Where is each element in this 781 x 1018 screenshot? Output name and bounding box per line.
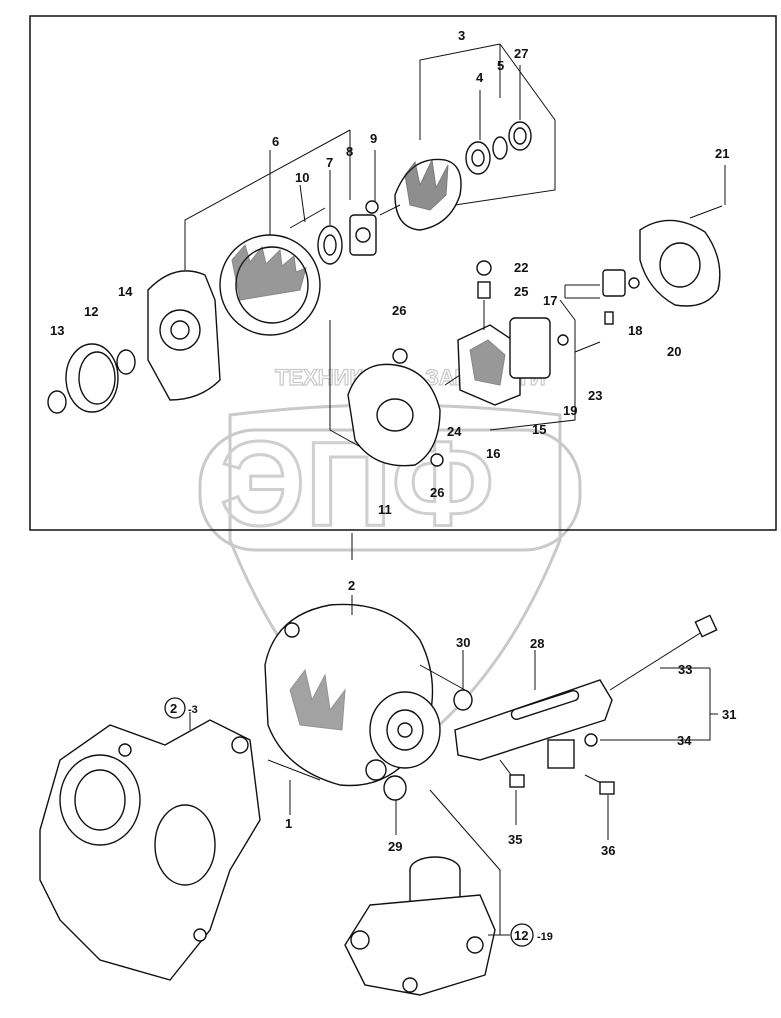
- callout-20: 20: [667, 344, 681, 359]
- rear-housing: [347, 348, 444, 467]
- callout-7: 7: [326, 155, 333, 170]
- callout-33: 33: [678, 662, 692, 677]
- svg-text:-19: -19: [537, 931, 553, 943]
- callout-30: 30: [456, 635, 470, 650]
- alternator-assembly: [264, 603, 441, 787]
- callout-4: 4: [476, 70, 484, 85]
- callout-18: 18: [628, 323, 642, 338]
- thermostat-housing: [344, 856, 496, 996]
- stator: [219, 234, 321, 336]
- callout-15: 15: [532, 422, 546, 437]
- callout-10: 10: [295, 170, 309, 185]
- rectifier-regulator: [444, 260, 601, 406]
- ref-2-3: 2 -3: [164, 697, 198, 719]
- callout-17: 17: [543, 293, 557, 308]
- callout-5: 5: [497, 58, 504, 73]
- callout-34: 34: [677, 733, 692, 748]
- callout-25: 25: [514, 284, 528, 299]
- callout-12: 12: [84, 304, 98, 319]
- front-housing: [147, 270, 221, 401]
- callout-23: 23: [588, 388, 602, 403]
- svg-text:-3: -3: [188, 704, 198, 716]
- callout-24: 24: [447, 424, 462, 439]
- exploded-view-frame: [29, 15, 777, 531]
- svg-text:12: 12: [514, 928, 528, 943]
- callout-3: 3: [458, 28, 465, 43]
- callout-29: 28: [530, 636, 544, 651]
- svg-text:2: 2: [170, 701, 177, 716]
- callout-1: 1: [285, 816, 292, 831]
- callout-labels: 3 27 5 4 9 6 8 7 10 21 22 25 14 17 12 26…: [50, 28, 736, 858]
- leader-lines-lower: [189, 595, 718, 936]
- callout-22: 22: [514, 260, 528, 275]
- callout-21: 21: [715, 146, 729, 161]
- callout-8: 8: [346, 144, 353, 159]
- callout-36: 36: [601, 843, 615, 858]
- callout-28: 29: [388, 839, 402, 854]
- callout-14: 14: [118, 284, 133, 299]
- pulley-assembly: [47, 343, 136, 414]
- callout-16: 16: [486, 446, 500, 461]
- callout-19: 19: [563, 403, 577, 418]
- bracket-assembly: [383, 614, 718, 801]
- callout-27: 27: [514, 46, 528, 61]
- bearing-retainer: [289, 200, 379, 265]
- callout-26a: 26: [392, 303, 406, 318]
- callout-11: 11: [378, 502, 392, 517]
- callout-6: 6: [272, 134, 279, 149]
- rotor: [379, 121, 532, 231]
- callout-31: 31: [722, 707, 736, 722]
- rear-cover: [602, 205, 723, 325]
- callout-9: 9: [370, 131, 377, 146]
- callout-13: 13: [50, 323, 64, 338]
- callout-26b: 26: [430, 485, 444, 500]
- callout-35: 35: [508, 832, 522, 847]
- callout-2: 2: [348, 578, 355, 593]
- ref-12-19: 12 -19: [510, 923, 553, 947]
- gear-case: [39, 719, 321, 981]
